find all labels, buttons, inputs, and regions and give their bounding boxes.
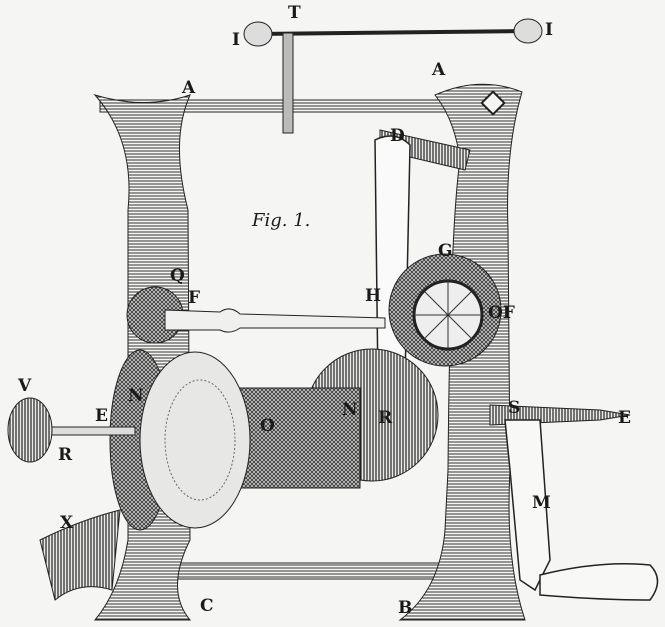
label-r-left: R bbox=[58, 445, 73, 465]
label-e-left: E bbox=[95, 406, 108, 426]
label-m: M bbox=[532, 493, 551, 513]
label-i-right: I bbox=[545, 20, 553, 40]
label-f-left: F bbox=[188, 288, 201, 308]
label-n-left: N bbox=[128, 386, 144, 406]
label-a-right: A bbox=[432, 60, 446, 80]
handle-f bbox=[164, 308, 386, 333]
label-g: G bbox=[438, 241, 453, 261]
figure-caption: Fig. 1. bbox=[252, 210, 311, 231]
label-d: D bbox=[390, 126, 405, 146]
belt-x bbox=[39, 509, 121, 601]
label-q: Q bbox=[170, 266, 185, 286]
axle-r bbox=[39, 426, 136, 436]
crank-handle bbox=[539, 563, 659, 601]
label-c: C bbox=[200, 596, 214, 616]
label-t: T bbox=[288, 3, 301, 23]
label-h: H bbox=[365, 286, 382, 306]
label-v: V bbox=[18, 376, 32, 396]
label-i-left: I bbox=[232, 30, 240, 50]
diamond-mark bbox=[480, 90, 506, 116]
label-of: OF bbox=[488, 303, 515, 323]
bottom-bar bbox=[134, 562, 446, 580]
crank-m bbox=[504, 419, 551, 592]
label-s: S bbox=[508, 398, 521, 418]
pulley-v bbox=[7, 397, 53, 463]
label-e-right: E bbox=[618, 408, 631, 428]
t-handle bbox=[243, 18, 543, 134]
disk-n-left bbox=[139, 351, 251, 529]
label-o: O bbox=[260, 416, 275, 436]
label-a-left: A bbox=[182, 78, 196, 98]
label-n-right: N bbox=[342, 400, 358, 420]
label-r-mid: R bbox=[378, 408, 393, 428]
label-b: B bbox=[398, 598, 413, 618]
label-x: X bbox=[60, 513, 74, 533]
